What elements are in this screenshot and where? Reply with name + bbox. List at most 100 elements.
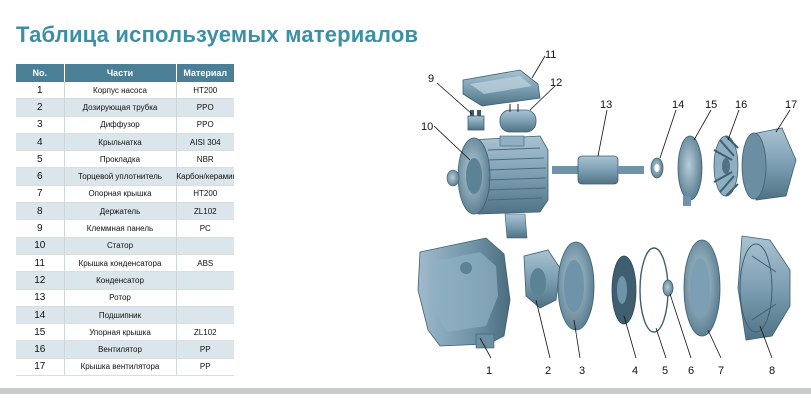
row-material: HT200 [176, 82, 234, 100]
table-row: 5 Прокладка NBR [16, 150, 234, 169]
column-header-part: Части [64, 64, 177, 82]
row-number: 1 [16, 82, 65, 100]
callout-11: 11 [545, 49, 556, 61]
row-number: 4 [16, 133, 65, 152]
row-part: Вентилятор [64, 340, 177, 359]
callout-2: 2 [545, 365, 551, 377]
row-number: 15 [16, 323, 65, 342]
table-row: 8 Держатель ZL102 [16, 202, 234, 221]
page-title: Таблица используемых материалов [16, 22, 419, 47]
row-part: Упорная крышка [64, 323, 177, 342]
callout-15: 15 [705, 99, 717, 111]
table-row: 2 Дозирующая трубка PPO [16, 98, 234, 117]
table-row: 16 Вентилятор PP [16, 340, 234, 359]
table-row: 12 Конденсатор [16, 271, 234, 290]
table-row: 1 Корпус насоса HT200 [16, 82, 234, 100]
table-row: 9 Клеммная панель PC [16, 219, 234, 238]
table-row: 10 Статор [16, 237, 234, 255]
row-number: 13 [16, 289, 65, 307]
callout-17: 17 [785, 99, 797, 111]
row-part: Опорная крышка [64, 185, 177, 204]
part-3-diffuser [557, 241, 595, 331]
callout-12: 12 [550, 77, 562, 89]
part-2-injector-pipe [523, 249, 561, 309]
row-material: PP [176, 358, 234, 377]
table-body: 1 Корпус насоса HT200 2 Дозирующая трубк… [16, 82, 234, 377]
part-16-fan [713, 135, 739, 197]
callout-5: 5 [662, 365, 668, 377]
row-part: Крышка вентилятора [64, 358, 177, 377]
row-number: 5 [16, 150, 65, 169]
row-part: Дозирующая трубка [64, 98, 177, 117]
part-7-support-cover [683, 239, 721, 337]
table-row: 17 Крышка вентилятора PP [16, 358, 234, 377]
table-row: 13 Ротор [16, 289, 234, 307]
callout-10: 10 [421, 121, 433, 133]
row-number: 7 [16, 185, 65, 204]
leader-lines [433, 55, 791, 359]
row-part: Держатель [64, 202, 177, 221]
row-material [176, 271, 234, 290]
callout-1: 1 [486, 365, 492, 377]
row-part: Крышка конденсатора [64, 254, 177, 273]
materials-table: No. Части Материал 1 Корпус насоса HT200… [16, 64, 234, 377]
column-header-material: Материал [176, 64, 234, 82]
part-13-rotor [552, 155, 644, 185]
table-row: 3 Диффузор PPO [16, 116, 234, 134]
table-row: 15 Упорная крышка ZL102 [16, 323, 234, 342]
row-number: 11 [16, 254, 65, 273]
table-row: 4 Крыльчатка AISI 304 [16, 133, 234, 152]
row-part: Подшипник [64, 306, 177, 325]
row-material: PPO [176, 98, 234, 117]
callout-6: 6 [688, 365, 694, 377]
row-part: Корпус насоса [64, 82, 177, 100]
part-10-stator [446, 135, 549, 239]
row-part: Диффузор [64, 116, 177, 134]
row-material: PC [176, 219, 234, 238]
row-number: 2 [16, 98, 65, 117]
part-12-capacitor [499, 104, 537, 133]
row-part: Прокладка [64, 150, 177, 169]
callout-9: 9 [428, 73, 434, 85]
row-material: ABS [176, 254, 234, 273]
row-material [176, 237, 234, 255]
row-material: PPO [176, 116, 234, 134]
part-15-thrust-cover [677, 135, 703, 206]
row-part: Клеммная панель [64, 219, 177, 238]
part-14-bearing [650, 157, 664, 179]
row-part: Крыльчатка [64, 133, 177, 152]
callout-7: 7 [718, 365, 724, 377]
table-row: 6 Торцевой уплотнитель Карбон/керамика [16, 167, 234, 186]
row-number: 12 [16, 271, 65, 290]
row-part: Конденсатор [64, 271, 177, 290]
part-1-pump-body [417, 237, 511, 349]
exploded-pump-diagram: 1 2 3 4 5 6 7 8 9 10 11 12 13 14 15 16 1… [417, 49, 797, 377]
row-number: 17 [16, 358, 65, 377]
row-material: ZL102 [176, 323, 234, 342]
row-material: PP [176, 340, 234, 359]
table-row: 11 Крышка конденсатора ABS [16, 254, 234, 273]
part-6-mechanical-seal [662, 279, 674, 297]
callout-8: 8 [769, 365, 775, 377]
callout-16: 16 [735, 99, 747, 111]
table-row: 7 Опорная крышка HT200 [16, 185, 234, 204]
table-header-row: No. Части Материал [16, 64, 234, 82]
row-number: 16 [16, 340, 65, 359]
row-material: NBR [176, 150, 234, 169]
row-material: HT200 [176, 185, 234, 204]
row-number: 10 [16, 237, 65, 255]
row-material [176, 289, 234, 307]
callout-4: 4 [632, 365, 638, 377]
callout-13: 13 [600, 99, 612, 111]
part-11-capacitor-cover [462, 69, 541, 107]
row-number: 14 [16, 306, 65, 325]
table-row: 14 Подшипник [16, 306, 234, 325]
part-9-terminal-panel [467, 110, 485, 131]
row-part: Ротор [64, 289, 177, 307]
row-number: 8 [16, 202, 65, 221]
row-number: 9 [16, 219, 65, 238]
row-material: AISI 304 [176, 133, 234, 152]
row-part: Торцевой уплотнитель [64, 167, 177, 186]
part-8-holder [737, 235, 791, 341]
